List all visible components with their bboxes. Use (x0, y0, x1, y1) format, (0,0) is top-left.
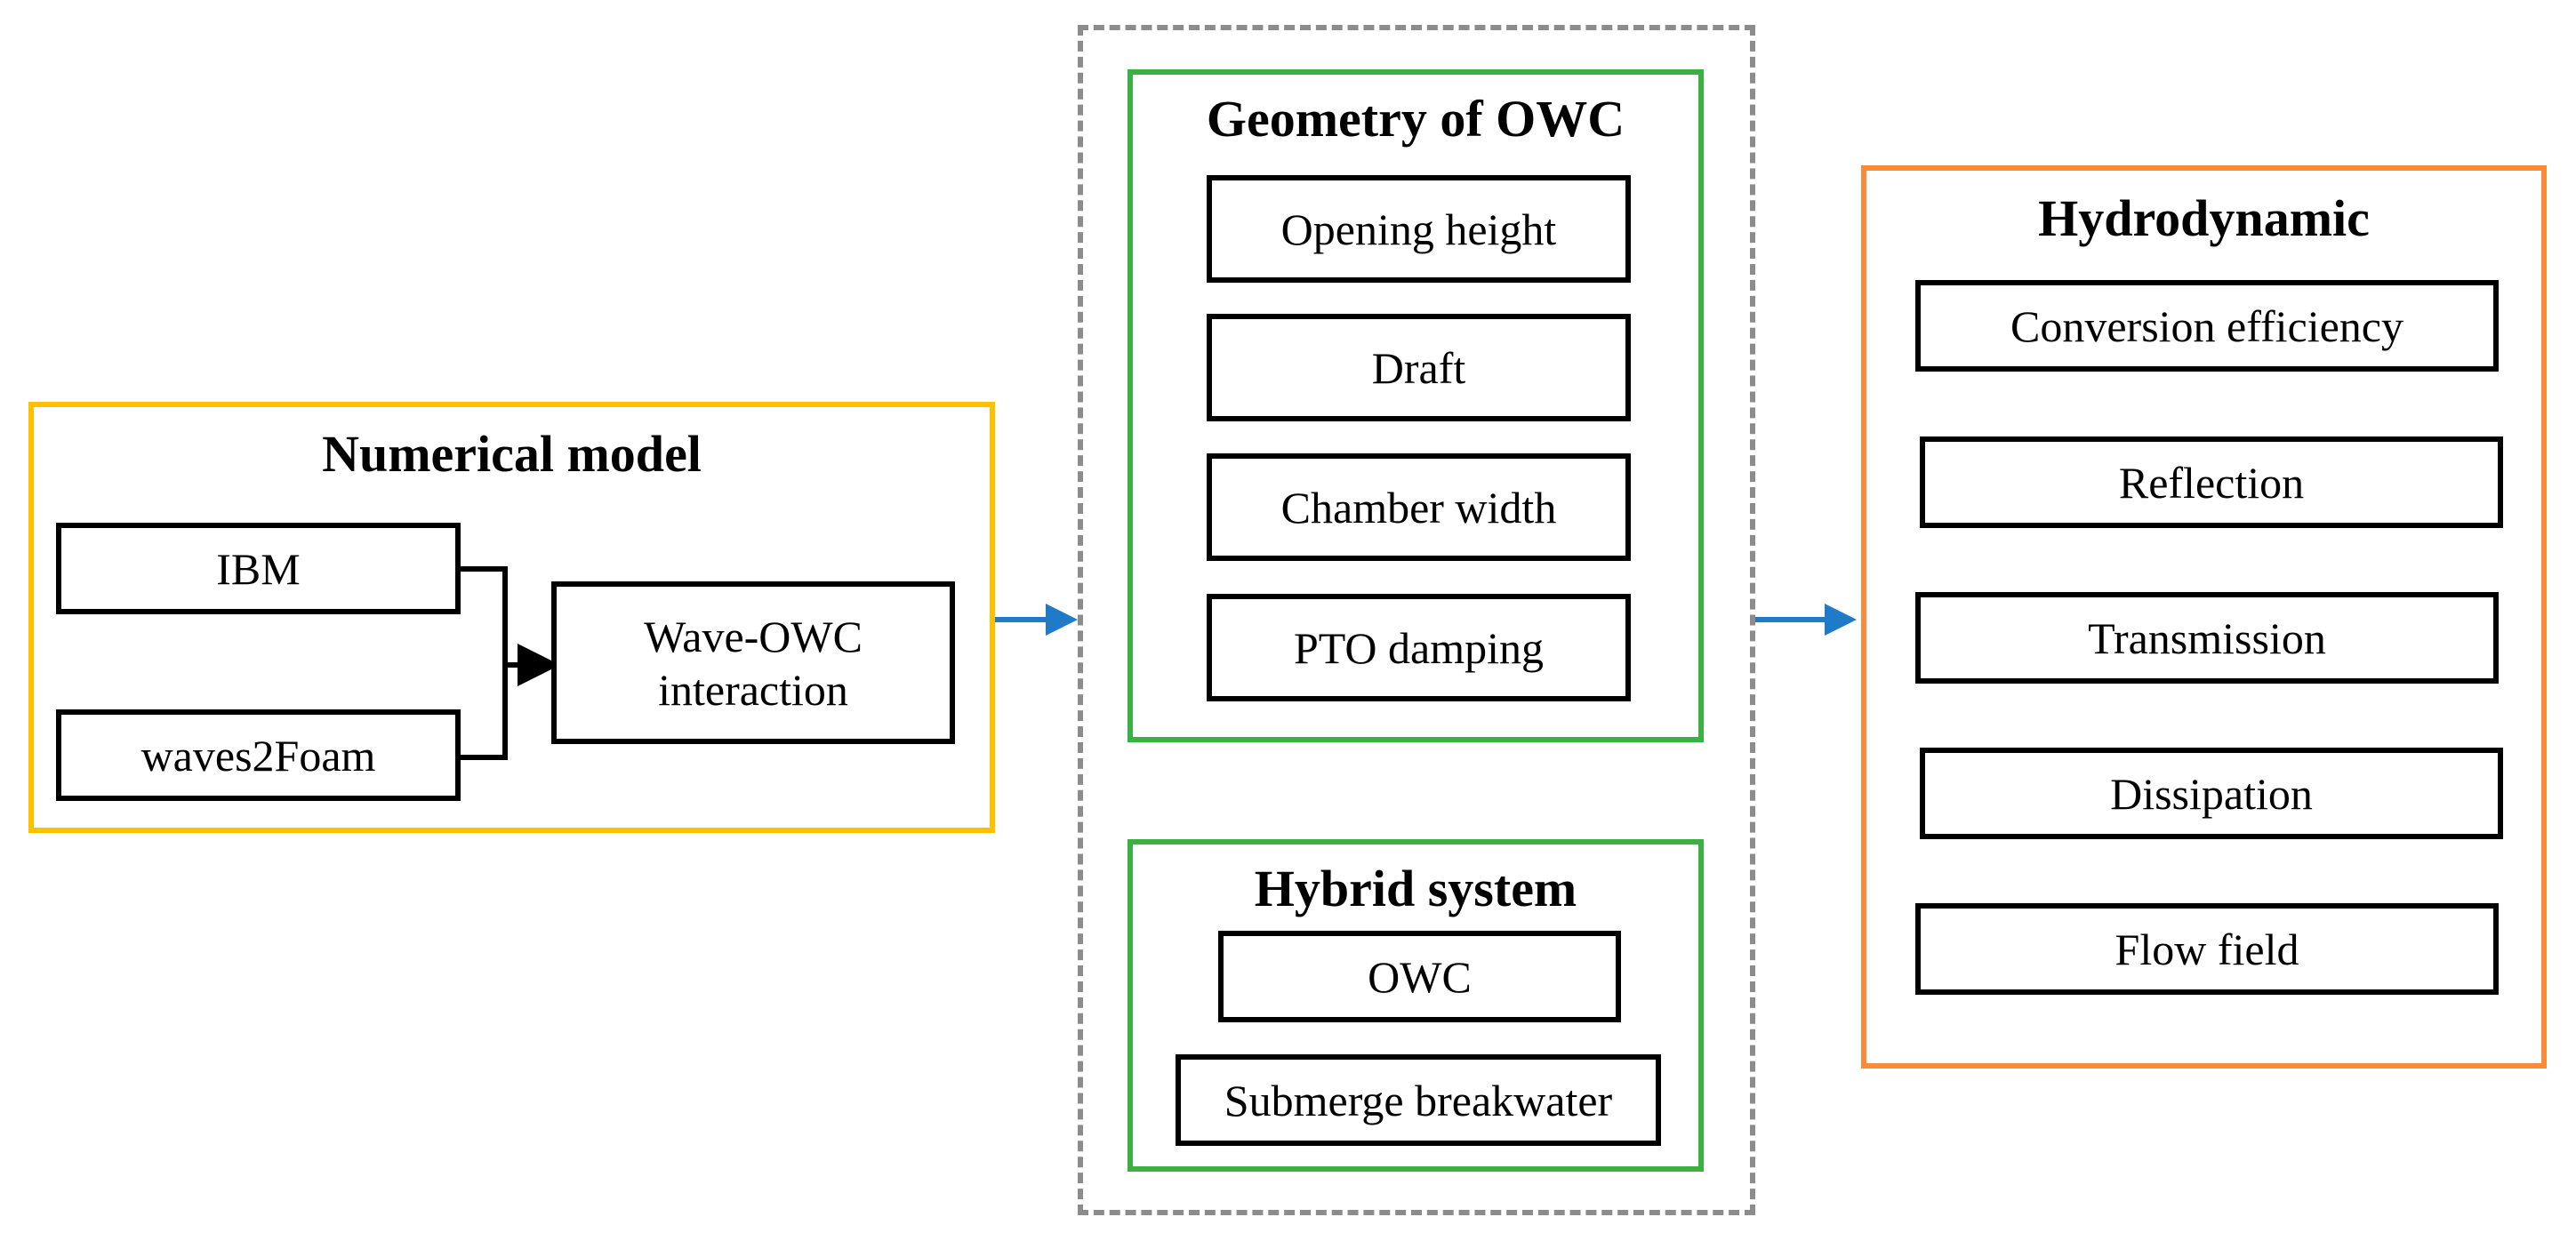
numerical-model-title: Numerical model (322, 425, 702, 483)
hybrid-panel (1128, 839, 1704, 1172)
hydrodynamic-title: Hydrodynamic (2038, 189, 2370, 247)
geometry-panel (1128, 69, 1704, 742)
geometry-item: Draft (1207, 314, 1631, 421)
geometry-title: Geometry of OWC (1206, 90, 1625, 148)
geometry-item: Chamber width (1207, 453, 1631, 561)
hydrodynamic-item: Transmission (1915, 592, 2499, 684)
hydrodynamic-item: Reflection (1920, 436, 2503, 528)
numerical-model-panel (28, 402, 995, 833)
geometry-item: PTO damping (1207, 594, 1631, 701)
waves2foam-connector (458, 665, 508, 760)
waves2foam-box: waves2Foam (56, 709, 461, 801)
hybrid-title: Hybrid system (1254, 860, 1577, 917)
hybrid-item: OWC (1218, 931, 1621, 1022)
ibm-connector (458, 566, 508, 665)
hybrid-item: Submerge breakwater (1176, 1054, 1661, 1146)
hydrodynamic-item: Conversion efficiency (1915, 280, 2499, 372)
ibm-box: IBM (56, 523, 461, 614)
wave-owc-interaction-box: Wave-OWC interaction (551, 581, 955, 744)
hydrodynamic-item: Dissipation (1920, 748, 2503, 839)
hydrodynamic-item: Flow field (1915, 903, 2499, 995)
geometry-item: Opening height (1207, 175, 1631, 283)
parameter-container (1078, 25, 1755, 1215)
hydrodynamic-panel (1861, 165, 2547, 1069)
